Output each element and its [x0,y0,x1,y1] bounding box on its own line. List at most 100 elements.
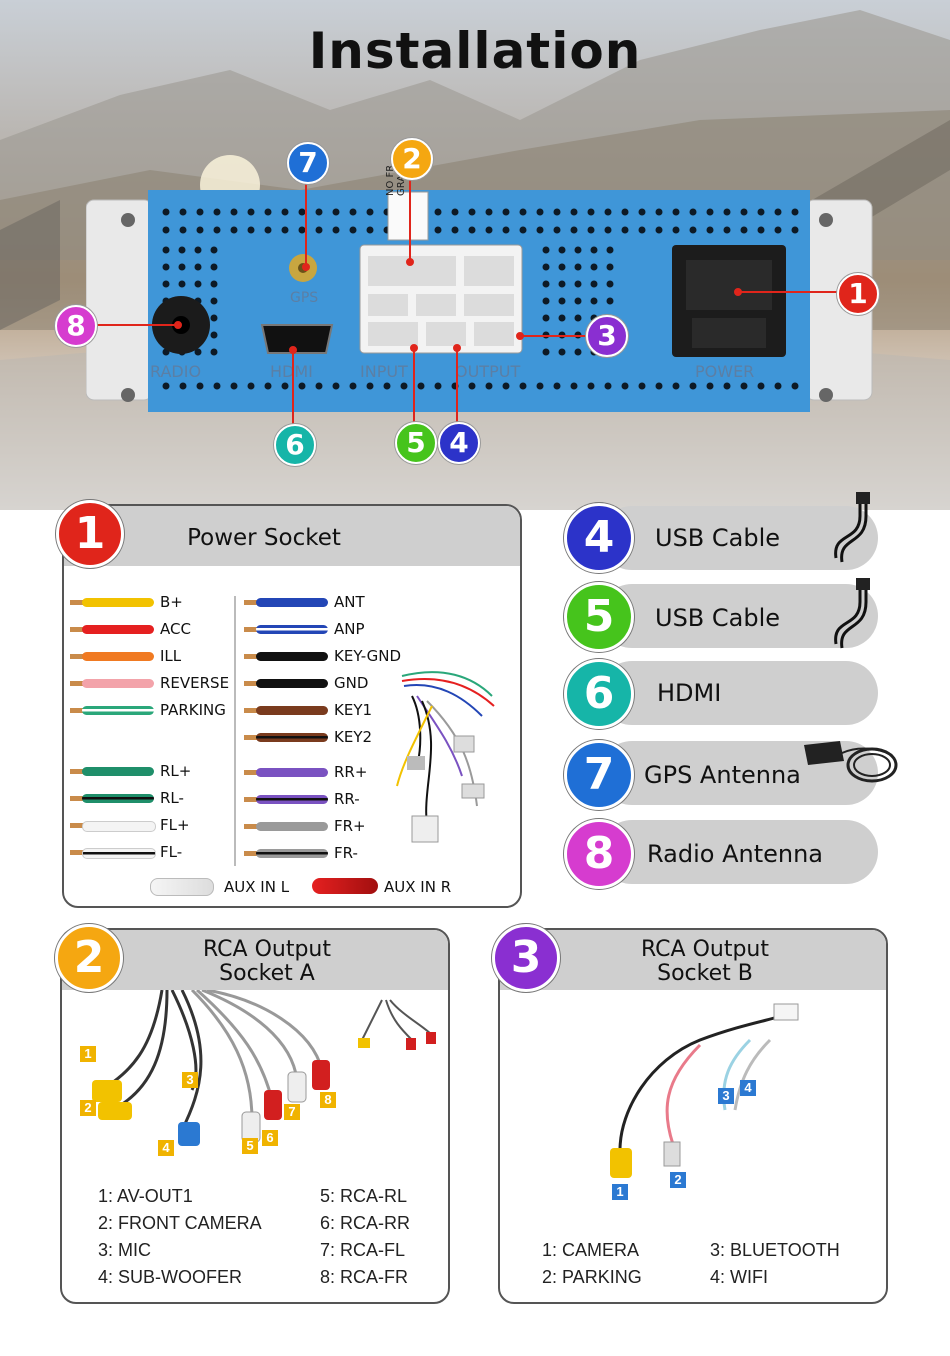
vent-hole [451,208,459,216]
vent-hole [349,226,357,234]
wire-tip [70,708,84,713]
vent-hole [315,226,323,234]
callout-4-badge: 4 [438,422,480,464]
vent-hole [468,226,476,234]
vent-hole [570,382,578,390]
vent-hole [179,226,187,234]
vent-hole [558,314,566,322]
vent-hole [194,280,202,288]
vent-hole [281,226,289,234]
vent-hole [281,382,289,390]
wire-tip [244,770,258,775]
vent-hole [315,208,323,216]
vent-hole [740,208,748,216]
vent-hole [194,263,202,271]
wire-swatch [256,733,328,742]
vent-hole [604,208,612,216]
vent-hole [558,280,566,288]
rca-a-tag-5: 5 [242,1138,258,1154]
accessory-7-number: 7 [583,749,615,800]
vent-hole [774,226,782,234]
vent-hole [638,208,646,216]
accessory-item-gps: GPS Antenna [600,741,898,805]
vent-hole [574,263,582,271]
vent-hole [558,348,566,356]
vent-hole [536,226,544,234]
callout-6-number: 6 [285,428,305,461]
wire-swatch [82,794,154,803]
wire-swatch [256,795,328,804]
wire-label: RL+ [160,762,192,780]
callout-3-badge: 3 [586,315,628,357]
power-socket-number: 1 [74,508,106,559]
power-socket-header [64,506,520,566]
vent-hole [194,348,202,356]
vent-hole [590,246,598,254]
wire-swatch [256,768,328,777]
vent-hole [590,297,598,305]
input-port-label: INPUT [360,362,408,381]
vent-hole [210,263,218,271]
vent-hole [570,226,578,234]
vent-hole [502,208,510,216]
rca-a-tag-6: 6 [262,1130,278,1146]
legend-item: 4: SUB-WOOFER [98,1267,243,1287]
vent-hole [558,297,566,305]
wire-label: FR- [334,844,358,862]
gps-antenna-icon [804,741,898,783]
vent-hole [349,208,357,216]
vent-hole [264,382,272,390]
aux-in-l-label: AUX IN L [224,878,290,896]
wire-tip [70,600,84,605]
vent-hole [570,208,578,216]
wire-swatch [82,652,154,661]
vent-hole [210,314,218,322]
vent-hole [574,314,582,322]
page-title: Installation [308,22,642,80]
vent-hole [519,226,527,234]
vent-hole [791,226,799,234]
vent-hole [519,382,527,390]
wire-tip [70,850,84,855]
legend-item: 2: FRONT CAMERA [98,1213,262,1233]
vent-hole [213,382,221,390]
vent-hole [264,226,272,234]
vent-hole [706,226,714,234]
vent-hole [757,208,765,216]
vent-hole [604,226,612,234]
wire-tip [244,681,258,686]
vent-hole [434,208,442,216]
vent-hole [366,382,374,390]
rca-b-header [500,930,886,990]
vent-hole [553,382,561,390]
vent-hole [366,226,374,234]
wire-label: REVERSE [160,674,230,692]
wire-label: B+ [160,593,183,611]
vent-hole [621,208,629,216]
vent-hole [162,246,170,254]
vent-hole [587,226,595,234]
vent-hole [774,208,782,216]
wire-tip [244,600,258,605]
wire-tip [244,627,258,632]
wiring-harness-image [396,671,495,843]
wire-tip [244,824,258,829]
wire-tip [70,769,84,774]
vent-hole [298,226,306,234]
power-port-label: POWER [695,362,755,381]
vent-hole [178,280,186,288]
wire-swatch [256,652,328,661]
vent-hole [558,263,566,271]
rca-a-tag-7: 7 [284,1104,300,1120]
wire-label: RR- [334,790,360,808]
vent-hole [162,226,170,234]
vent-hole [502,382,510,390]
callout-7-number: 7 [298,146,318,179]
vent-hole [315,382,323,390]
legend-item: 1: AV-OUT1 [98,1186,193,1206]
legend-item: 6: RCA-RR [320,1213,411,1233]
wire-swatch [256,849,328,858]
legend-item: 3: MIC [98,1240,152,1260]
